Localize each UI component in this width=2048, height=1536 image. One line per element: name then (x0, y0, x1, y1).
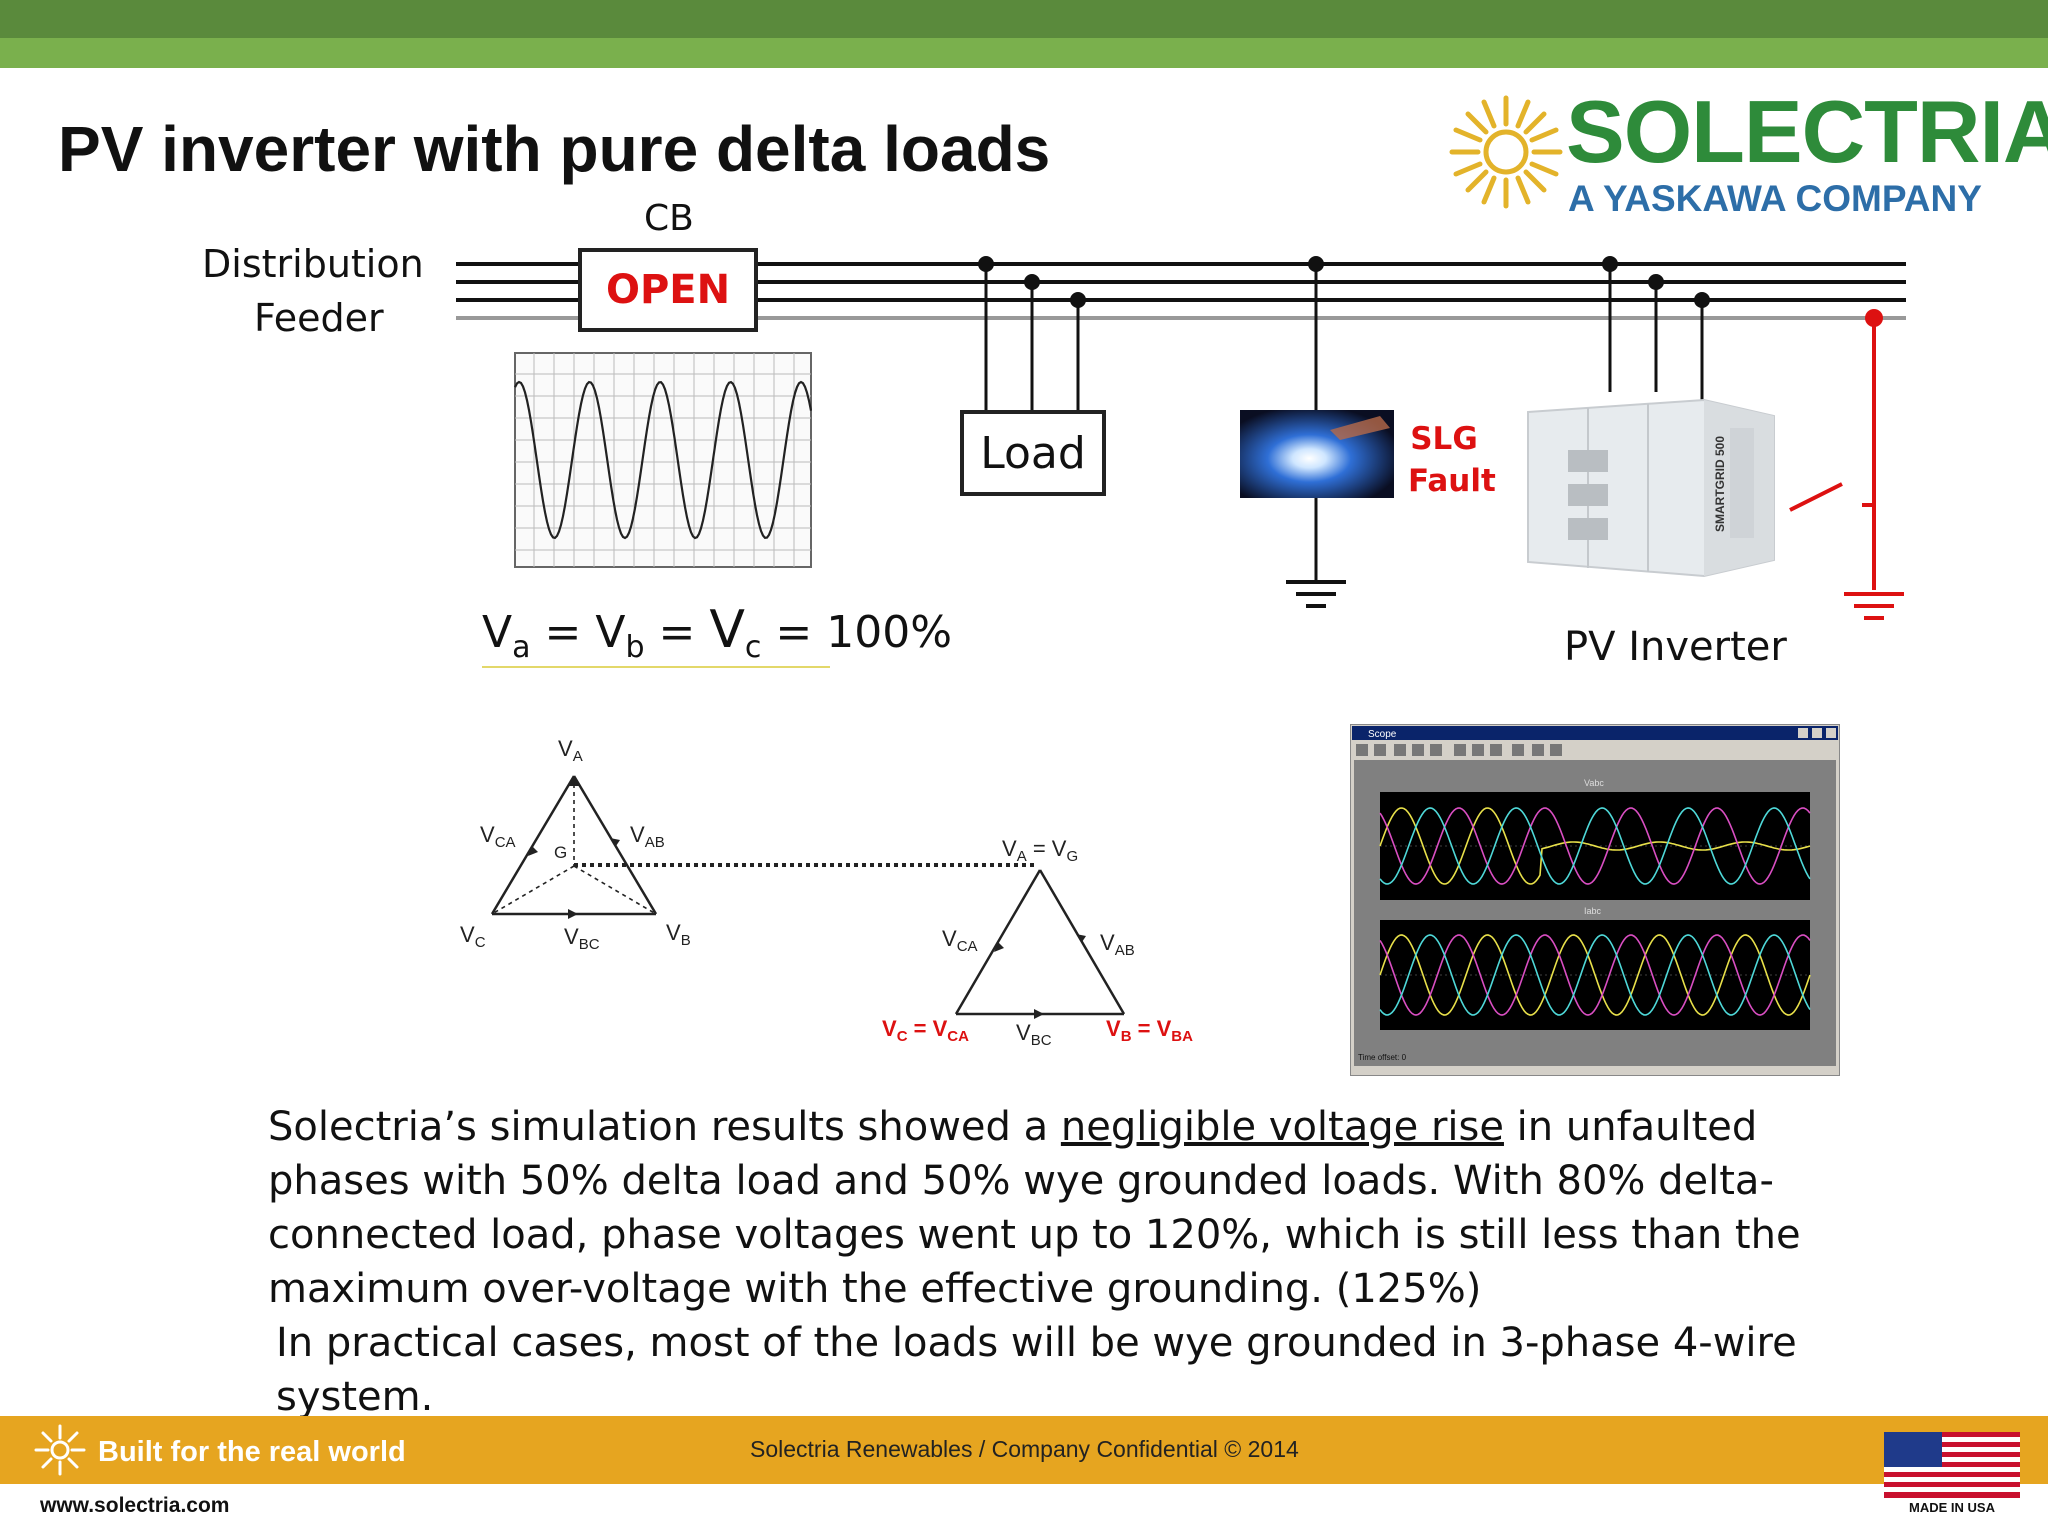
voltage-value: = 100% (775, 607, 953, 658)
label-vca: VCA (480, 822, 516, 851)
scope-bottom-label: Iabc (1584, 906, 1602, 916)
label-vb-eq-vba: VB = VBA (1106, 1016, 1193, 1045)
label-g: G (554, 843, 567, 862)
scope-window: Scope Vabc Iabc Time offset: 0 (1350, 724, 1840, 1076)
header-bar-dark (0, 0, 2048, 38)
logo-subtitle: A YASKAWA COMPANY (1568, 178, 1982, 219)
feeder-label-line1: Distribution (202, 242, 424, 286)
label-vab: VAB (630, 822, 665, 851)
footer-website: www.solectria.com (40, 1494, 230, 1517)
label-vbc: VBC (564, 924, 600, 953)
feeder-label-line2: Feeder (254, 296, 384, 340)
voltage-waveform-plot (514, 352, 812, 568)
vb-symbol: V (595, 607, 626, 658)
scope-trace (1379, 807, 1811, 885)
arc-fault-image (1240, 410, 1394, 498)
fault-label-line1: SLG (1410, 421, 1478, 457)
scope-trace (1379, 807, 1811, 885)
scope-toolbar (1356, 744, 1562, 756)
body-paragraph-1: Solectria’s simulation results showed a … (268, 1100, 1888, 1316)
va-symbol: V (482, 607, 513, 658)
label-va: VA (558, 736, 583, 765)
footer-confidential: Solectria Renewables / Company Confident… (750, 1436, 1299, 1462)
body-text: Solectria’s simulation results showed a … (268, 1100, 1888, 1424)
vc-subscript: c (744, 629, 762, 665)
scope-title: Scope (1368, 729, 1397, 740)
sun-logo-icon (1449, 95, 1563, 209)
pv-inverter-label: PV Inverter (1564, 624, 1787, 670)
label-vbc-delta: VBC (1016, 1020, 1052, 1049)
slg-fault-label: SLG Fault (1408, 418, 1496, 502)
fault-label-line2: Fault (1408, 463, 1496, 499)
vb-subscript: b (625, 629, 645, 665)
label-vc-eq-vca: VC = VCA (882, 1016, 969, 1045)
label-vb: VB (666, 920, 691, 949)
body-p1-start: Solectria’s simulation results showed a (268, 1104, 1061, 1150)
vc-symbol: V (709, 600, 745, 660)
made-in-usa-label: MADE IN USA (1909, 1500, 1995, 1515)
scope-trace (1379, 934, 1811, 1016)
inverter-panel-text: SMARTGRID 500 (1713, 436, 1727, 532)
cb-status: OPEN (605, 267, 731, 313)
scope-time-offset: Time offset: 0 (1358, 1053, 1407, 1062)
scope-trace (1379, 807, 1811, 885)
scope-trace (1379, 934, 1811, 1016)
us-flag-icon (1884, 1432, 2020, 1498)
label-va-eq-vg: VA = VG (1002, 836, 1078, 865)
scope-trace (1379, 934, 1811, 1016)
header-bar-light (0, 38, 2048, 68)
body-p1-end: in unfaulted phases with 50% delta load … (268, 1104, 1801, 1312)
footer-tagline: Built for the real world (98, 1436, 406, 1468)
load-label: Load (980, 427, 1086, 479)
circuit-breaker: OPEN (578, 248, 758, 332)
load-box: Load (960, 410, 1106, 496)
va-subscript: a (512, 629, 531, 665)
label-vc: VC (460, 922, 486, 951)
label-vab-delta: VAB (1100, 930, 1135, 959)
footer-bar (0, 1416, 2048, 1484)
pv-inverter-cabinet: SMARTGRID 500 (1527, 398, 1775, 578)
body-paragraph-2: In practical cases, most of the loads wi… (276, 1320, 1797, 1420)
voltage-underline (482, 666, 830, 668)
voltage-equation: Va = Vb = Vc = 100% (482, 600, 953, 665)
scope-top-label: Vabc (1584, 778, 1604, 788)
phasor-diagram-wye: VA VCA VAB G VC VBC VB (460, 736, 691, 953)
label-vca-delta: VCA (942, 926, 978, 955)
body-p1-underlined: negligible voltage rise (1060, 1104, 1504, 1150)
footer-sun-icon (34, 1424, 86, 1476)
slide-title: PV inverter with pure delta loads (58, 113, 1051, 185)
phasor-diagram-delta: VA = VG VCA VAB VC = VCA VBC VB = VBA (882, 836, 1193, 1049)
logo-name: SOLECTRIA (1566, 82, 2048, 181)
cb-label: CB (644, 198, 694, 239)
